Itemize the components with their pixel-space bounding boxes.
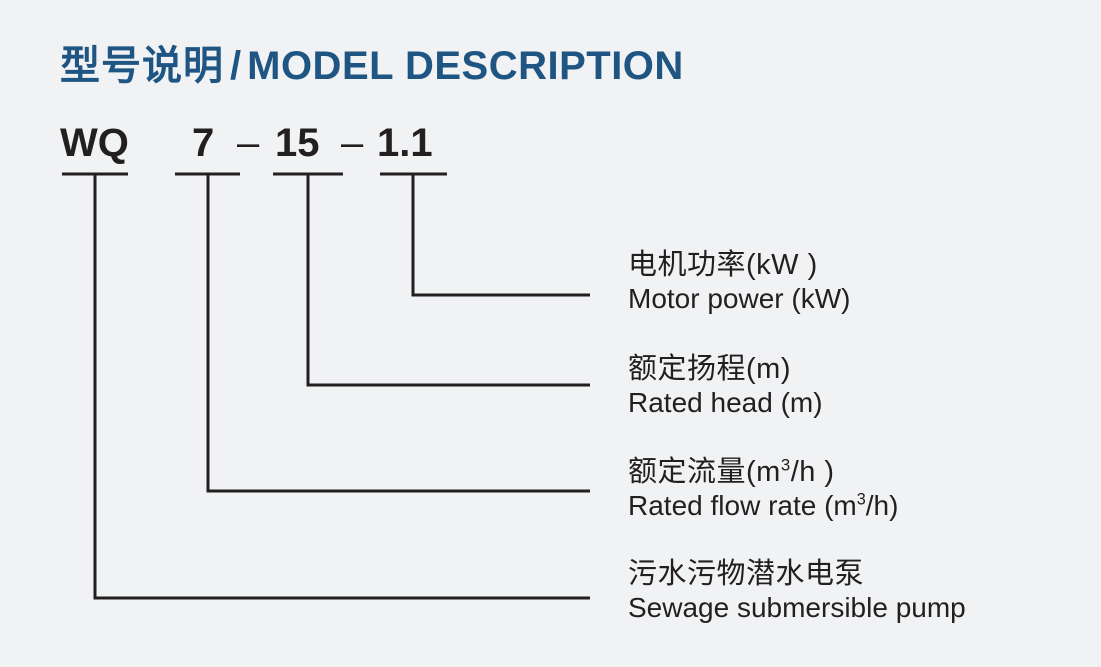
- description-rated-head-english: Rated head (m): [628, 387, 823, 418]
- description-rated-flow-rate: 额定流量(m3/h ) Rated flow rate (m3/h): [628, 455, 898, 522]
- model-dash-2: –: [341, 121, 364, 165]
- model-dash-1: –: [237, 121, 260, 165]
- description-sewage-pump-chinese: 污水污物潜水电泵: [628, 558, 865, 590]
- description-motor-power: 电机功率(kW ) Motor power (kW): [628, 248, 850, 315]
- flow-en-superscript: 3: [856, 490, 866, 509]
- page-title: 型号说明/MODEL DESCRIPTION: [60, 46, 684, 86]
- leader-line-head: [306, 174, 590, 387]
- flow-en-pre: Rated flow rate (m: [628, 490, 857, 521]
- leader-line-flow: [206, 174, 590, 493]
- flow-cn-pre: 额定流量(m: [628, 456, 781, 488]
- description-rated-head-chinese: 额定扬程(m): [628, 353, 791, 385]
- model-segment-head: 15: [275, 121, 320, 165]
- description-rated-head: 额定扬程(m) Rated head (m): [628, 352, 823, 419]
- description-sewage-pump-english: Sewage submersible pump: [628, 592, 966, 623]
- title-chinese: 型号说明: [60, 44, 224, 88]
- description-rated-flow-rate-chinese: 额定流量(m3/h ): [628, 455, 898, 489]
- title-english: MODEL DESCRIPTION: [247, 44, 684, 88]
- flow-en-post: /h): [865, 490, 899, 521]
- description-sewage-pump: 污水污物潜水电泵 Sewage submersible pump: [628, 557, 966, 624]
- description-motor-power-chinese: 电机功率(kW ): [628, 249, 818, 281]
- model-segment-power: 1.1: [377, 121, 433, 165]
- title-separator: /: [230, 44, 242, 88]
- leader-line-power: [411, 174, 590, 297]
- model-segment-flow: 7: [192, 121, 215, 165]
- flow-cn-superscript: 3: [780, 455, 791, 475]
- description-motor-power-english: Motor power (kW): [628, 283, 851, 314]
- model-segment-prefix: WQ: [60, 121, 129, 165]
- leader-line-prefix: [93, 174, 590, 600]
- flow-cn-post: /h ): [790, 456, 835, 488]
- description-rated-flow-rate-english: Rated flow rate (m3/h): [628, 489, 898, 522]
